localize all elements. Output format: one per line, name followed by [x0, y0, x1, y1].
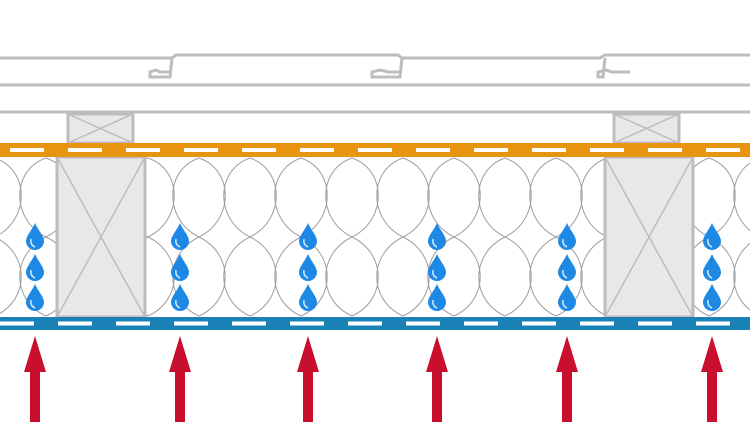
water-drop-icon [299, 284, 317, 311]
water-drop-highlight [303, 238, 309, 248]
rafter-cross [56, 156, 146, 318]
water-drop-highlight [175, 299, 181, 309]
water-drop-highlight [303, 299, 309, 309]
water-drop-icon [171, 284, 189, 311]
water-drop-highlight [432, 299, 438, 309]
water-drop-icon [703, 284, 721, 311]
water-drop-highlight [432, 238, 438, 248]
water-drop-icon [428, 223, 446, 250]
insulation-loop [478, 157, 532, 317]
water-drop-highlight [175, 238, 181, 248]
roof-board-joint [370, 57, 404, 79]
water-drop-highlight [707, 299, 713, 309]
vapour-arrow-up-icon [426, 336, 448, 422]
roof-board-joint [148, 57, 174, 79]
vapour-arrow-up-icon [169, 336, 191, 422]
water-drop-icon [428, 254, 446, 281]
water-drop-highlight [562, 269, 568, 279]
vapour-arrow-up-icon [701, 336, 723, 422]
vapour-arrow-up-icon [556, 336, 578, 422]
water-drop-icon [26, 223, 44, 250]
vapour-arrow-up-icon [24, 336, 46, 422]
water-drop-highlight [562, 238, 568, 248]
water-drop-icon [171, 223, 189, 250]
water-drop-highlight [30, 238, 36, 248]
vapour-arrow-up-icon [297, 336, 319, 422]
water-drop-highlight [707, 238, 713, 248]
rafter-cross [604, 156, 694, 318]
insulation-loop [325, 157, 379, 317]
insulation-loop [529, 157, 583, 317]
roof-boards [0, 53, 750, 114]
water-drop-highlight [562, 299, 568, 309]
water-drop-icon [26, 284, 44, 311]
water-drop-icon [428, 284, 446, 311]
water-drop-highlight [175, 269, 181, 279]
water-drop-icon [299, 254, 317, 281]
roof-board-top-edge [0, 53, 750, 60]
water-drop-icon [703, 223, 721, 250]
insulation-loop [223, 157, 277, 317]
insulation-loop [733, 162, 750, 311]
water-drop-highlight [707, 269, 713, 279]
water-drop-icon [558, 284, 576, 311]
water-drop-highlight [303, 269, 309, 279]
water-drop-icon [26, 254, 44, 281]
water-drop-highlight [30, 269, 36, 279]
insulation-loop [0, 159, 22, 314]
water-drop-icon [703, 254, 721, 281]
water-drop-highlight [30, 299, 36, 309]
water-drop-icon [558, 223, 576, 250]
insulation-loop [376, 157, 430, 317]
water-drop-highlight [432, 269, 438, 279]
water-drop-icon [558, 254, 576, 281]
batten-cross [613, 113, 680, 144]
roof-board-joint [596, 57, 630, 79]
batten-cross [67, 113, 134, 144]
water-drop-icon [171, 254, 189, 281]
